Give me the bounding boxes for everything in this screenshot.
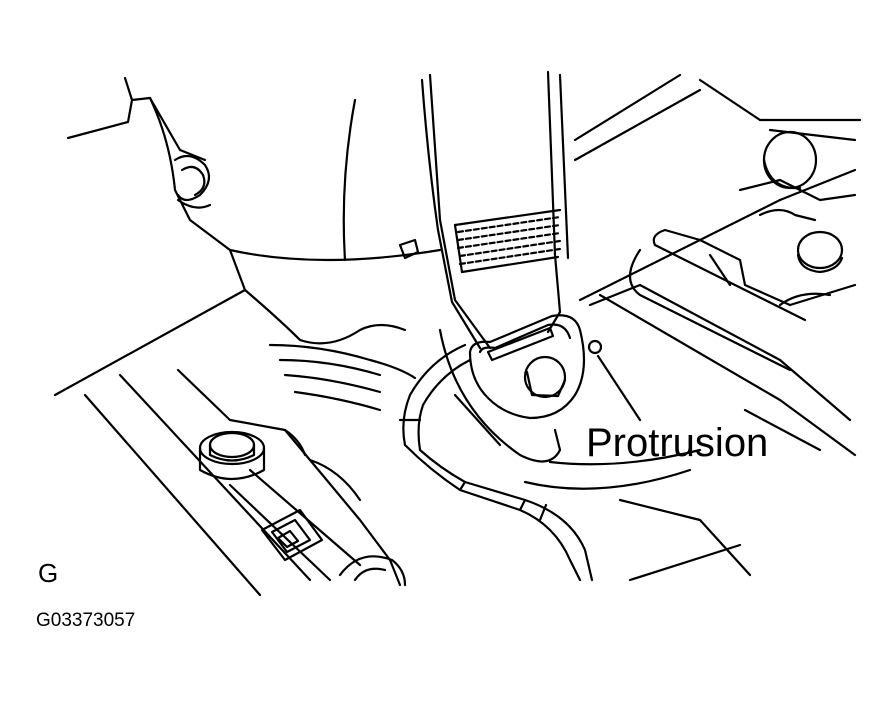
floor-center [440, 330, 750, 580]
body-structure-left [55, 78, 440, 410]
bolt-right [798, 232, 842, 272]
corner-letter: G [38, 558, 59, 588]
callout-leader [598, 356, 640, 420]
anchor-plate [470, 315, 601, 418]
background-lines [575, 75, 860, 160]
bolt-top-right [764, 132, 816, 188]
floor-clip [262, 510, 322, 560]
seat-rail-right [580, 170, 855, 455]
protrusion-callout-label: Protrusion [586, 421, 769, 465]
wire-harness [400, 345, 592, 580]
floor-bolt-left [200, 432, 264, 479]
floor-bolt-lower [340, 556, 405, 585]
seatbelt-webbing [422, 72, 568, 348]
figure-code: G03373057 [36, 610, 136, 631]
